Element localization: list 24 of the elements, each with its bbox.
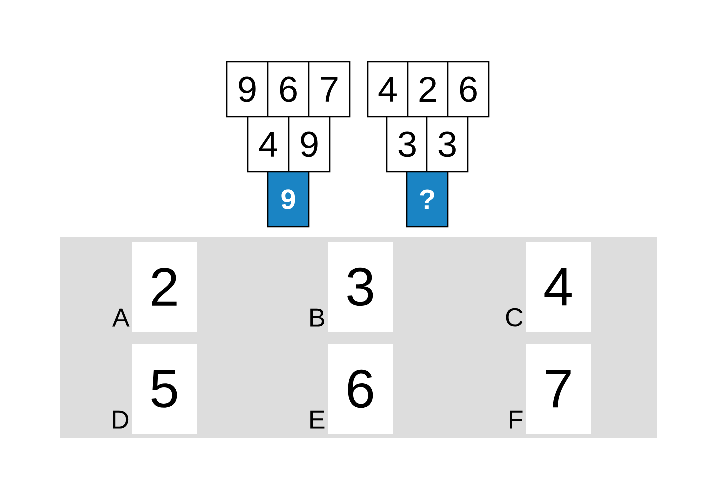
option-card: 6 <box>328 344 393 434</box>
option-letter: F <box>510 410 523 429</box>
answer-cell: ? <box>406 171 449 228</box>
number-cell: 3 <box>386 116 429 173</box>
number-cell: 4 <box>247 116 290 173</box>
number-cell: 6 <box>447 61 490 118</box>
option-letter: B <box>310 308 324 327</box>
option-letter: E <box>310 410 325 429</box>
number-cell: 6 <box>267 61 310 118</box>
option-card: 2 <box>132 242 197 332</box>
option-letter: D <box>113 410 129 429</box>
option-letter: A <box>112 308 130 327</box>
number-cell: 9 <box>288 116 331 173</box>
option-letter: C <box>506 308 523 327</box>
number-cell: 4 <box>367 61 409 118</box>
number-cell: 3 <box>426 116 469 173</box>
option-card: 3 <box>328 242 393 332</box>
answer-cell: 9 <box>267 171 310 228</box>
option-card: 4 <box>526 242 591 332</box>
number-cell: 2 <box>407 61 449 118</box>
option-card: 5 <box>132 344 197 434</box>
option-card: 7 <box>526 344 591 434</box>
number-cell: 9 <box>226 61 269 118</box>
number-cell: 7 <box>308 61 351 118</box>
